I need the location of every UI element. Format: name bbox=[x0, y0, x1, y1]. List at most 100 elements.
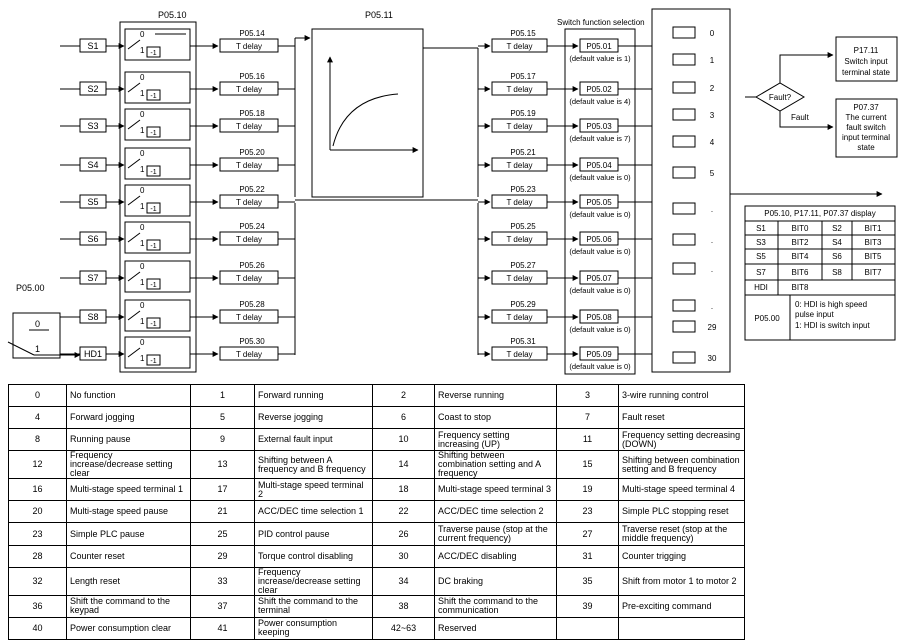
function-code: 4 bbox=[8, 406, 67, 430]
function-code: 22 bbox=[372, 500, 435, 524]
function-code: 11 bbox=[556, 428, 619, 452]
function-name: External fault input bbox=[254, 428, 373, 452]
p05-10-label: P05.10 bbox=[158, 10, 187, 20]
switch-pos-0: 0 bbox=[140, 223, 145, 232]
inverter-label: -1 bbox=[150, 243, 156, 250]
right-delay-param: P05.21 bbox=[510, 148, 536, 157]
switch-lever bbox=[127, 271, 141, 282]
function-code: 21 bbox=[190, 500, 255, 524]
display-table-cell: S5 bbox=[756, 252, 766, 261]
function-slot: 2 bbox=[672, 81, 715, 94]
function-name: Length reset bbox=[66, 566, 191, 596]
function-slot-label: 3 bbox=[710, 111, 715, 120]
function-slot-label: . bbox=[711, 302, 713, 311]
left-delay-label: T delay bbox=[236, 313, 262, 322]
switch-lever bbox=[127, 39, 141, 50]
display-table-cell: BIT2 bbox=[792, 238, 809, 247]
left-delay-param: P05.30 bbox=[239, 337, 265, 346]
function-slot-box bbox=[672, 135, 696, 148]
inverter-box bbox=[146, 46, 161, 58]
left-delay-label: T delay bbox=[236, 274, 262, 283]
polarity-switch-box bbox=[124, 71, 191, 104]
inverter-label: -1 bbox=[150, 93, 156, 100]
inverter-box bbox=[146, 278, 161, 290]
function-name: Running pause bbox=[66, 428, 191, 452]
switch-pos-0: 0 bbox=[140, 338, 145, 347]
switch-pos-0: 0 bbox=[140, 301, 145, 310]
function-code: 17 bbox=[190, 478, 255, 502]
right-delay-label: T delay bbox=[506, 350, 532, 359]
function-name: Multi-stage speed terminal 2 bbox=[254, 478, 373, 502]
function-slot-box bbox=[672, 320, 696, 333]
inverter-box bbox=[146, 354, 161, 366]
function-slot-label: 4 bbox=[710, 138, 715, 147]
inverter-box bbox=[146, 126, 161, 138]
display-hdi-desc-1: 0: HDI is high speed bbox=[795, 300, 867, 309]
function-code: 2 bbox=[372, 383, 435, 408]
inverter-label: -1 bbox=[150, 282, 156, 289]
function-name: Reverse jogging bbox=[254, 406, 373, 430]
function-block-diagram: P05.10 P05.11 Switch function selection … bbox=[7, 8, 898, 375]
fault-state-line1: P07.37 bbox=[853, 103, 879, 112]
polarity-switch-box bbox=[124, 108, 191, 141]
function-slot-label: 1 bbox=[710, 56, 715, 65]
inverter-box bbox=[146, 165, 161, 177]
function-name: Forward running bbox=[254, 383, 373, 408]
function-slot: 0 bbox=[672, 26, 715, 39]
switch-pos-0: 0 bbox=[140, 186, 145, 195]
function-name: Shift from motor 1 to motor 2 bbox=[618, 566, 745, 596]
function-slot-box bbox=[672, 262, 696, 275]
function-code: 30 bbox=[372, 544, 435, 568]
display-table-cell: HDI bbox=[754, 283, 768, 292]
function-code: 38 bbox=[372, 594, 435, 618]
function-code: 32 bbox=[8, 566, 67, 596]
left-delay-param: P05.24 bbox=[239, 222, 265, 231]
polarity-switch-box bbox=[124, 147, 191, 180]
function-slot: 30 bbox=[672, 351, 717, 364]
inverter-label: -1 bbox=[150, 358, 156, 365]
inverter-box bbox=[146, 89, 161, 101]
function-name: Frequency setting decreasing (DOWN) bbox=[618, 428, 745, 452]
switch-lever bbox=[127, 310, 141, 321]
function-param-label: P05.06 bbox=[586, 235, 612, 244]
switch-pos-1: 1 bbox=[140, 89, 145, 98]
left-delay-label: T delay bbox=[236, 350, 262, 359]
function-slot: 1 bbox=[672, 53, 715, 66]
function-slot-panel bbox=[651, 8, 731, 373]
display-table-cell: S1 bbox=[756, 224, 766, 233]
left-delay-label: T delay bbox=[236, 85, 262, 94]
function-slot-label: 2 bbox=[710, 84, 715, 93]
function-code: 1 bbox=[190, 383, 255, 408]
function-code: 41 bbox=[190, 616, 255, 640]
function-slot: 3 bbox=[672, 108, 715, 121]
function-name: Torque control disabling bbox=[254, 544, 373, 568]
switch-lever bbox=[127, 119, 141, 130]
function-name: Traverse pause (stop at the current freq… bbox=[434, 522, 557, 546]
function-code: 23 bbox=[556, 500, 619, 524]
display-table-cell: S3 bbox=[756, 238, 766, 247]
function-name: Fault reset bbox=[618, 406, 745, 430]
function-name: Multi-stage speed terminal 4 bbox=[618, 478, 745, 502]
left-delay-label: T delay bbox=[236, 42, 262, 51]
function-name: Pre-exciting command bbox=[618, 594, 745, 618]
function-default-note: (default value is 0) bbox=[569, 173, 631, 182]
function-default-note: (default value is 0) bbox=[569, 325, 631, 334]
inverter-label: -1 bbox=[150, 169, 156, 176]
function-name: Multi-stage speed terminal 3 bbox=[434, 478, 557, 502]
function-code: 14 bbox=[372, 450, 435, 480]
function-name: Power consumption clear bbox=[66, 616, 191, 640]
switch-pos-0: 0 bbox=[140, 110, 145, 119]
function-param-label: P05.03 bbox=[586, 122, 612, 131]
function-code: 8 bbox=[8, 428, 67, 452]
function-default-note: (default value is 0) bbox=[569, 362, 631, 371]
switch-state-line3: terminal state bbox=[842, 68, 891, 77]
right-delay-label: T delay bbox=[506, 313, 532, 322]
inverter-label: -1 bbox=[150, 50, 156, 57]
function-code: 33 bbox=[190, 566, 255, 596]
display-hdi-param: P05.00 bbox=[754, 314, 780, 323]
function-name bbox=[618, 616, 745, 640]
switch-state-line2: Switch input bbox=[844, 57, 888, 66]
